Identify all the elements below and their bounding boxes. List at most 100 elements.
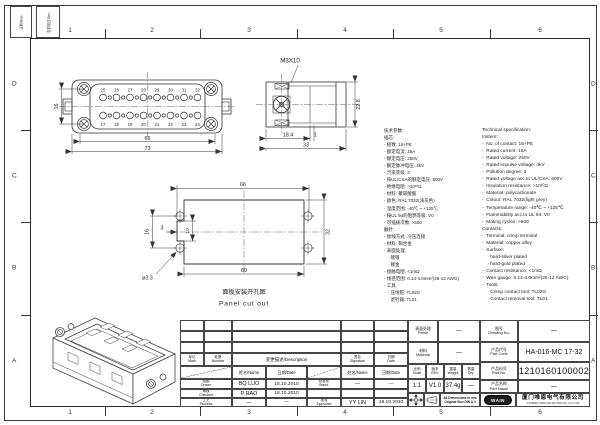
dimensions — [150, 185, 327, 277]
contacts — [99, 93, 202, 120]
svg-text:28: 28 — [141, 88, 146, 93]
svg-text:27: 27 — [128, 88, 133, 93]
cutout-caption-en: Panel cut out — [219, 301, 269, 308]
finish-value: — — [438, 320, 480, 342]
spec-line: 技术参数: — [384, 128, 404, 133]
svg-text:30: 30 — [168, 88, 173, 93]
tech-spec-english: Technical specification:Insters:- No. of… — [482, 127, 590, 303]
spec-line: - Material: polycarbonate — [482, 191, 537, 197]
material-value: — — [438, 342, 480, 364]
spec-line: - 额定电流: 16A — [384, 149, 416, 155]
part-no-value: 1210160100002 — [518, 362, 590, 380]
corner-strip-description-cell: 变更描述 Des. — [36, 6, 60, 38]
panel-cutout-view: 66 60 32 16 3 10 ø3.3 面板安装开孔图 Panel cut … — [142, 182, 332, 308]
spec-line: - Wire gauge: 0.14-4.0mm²(26-12 AWG) — [482, 275, 569, 281]
zone-row: D — [12, 80, 17, 88]
spec-line: · 压线钳: TL02G — [384, 290, 421, 296]
dim-10: 10 — [185, 228, 191, 234]
svg-text:19: 19 — [128, 122, 133, 127]
company-cell: 厦门唯恩电气有限公司 XIAMEN WAIN ELECTRICAL CO.LTD — [516, 393, 590, 407]
spec-line: 插芯: — [384, 135, 395, 141]
spec-line: - Mating cycles: >500 — [482, 219, 529, 225]
spec-line: - Temperature range: -40℃ ~ +125℃ — [482, 205, 564, 211]
svg-text:26: 26 — [114, 88, 119, 93]
spec-line: - Pollution degree: 3 — [482, 170, 527, 176]
subheader-date: 日期/Date — [266, 366, 307, 379]
dimensions — [259, 75, 358, 151]
dimensions-note: All Dimensions in mm Original Size DIN A… — [440, 393, 480, 407]
spec-line: - 可插拔次数: >500 — [384, 219, 422, 225]
stand-name: — — [341, 379, 374, 389]
spec-line: · Contact removal tool: TL01 — [482, 297, 548, 303]
spec-line: - 材料: 铜合金 — [384, 240, 412, 246]
spec-line: - Rated impulse voltage: 4kV — [482, 163, 545, 169]
spec-line: 触针: — [384, 226, 395, 232]
dim-16: 16 — [145, 229, 151, 235]
process-date: — — [266, 398, 307, 407]
dim-32: 32 — [326, 229, 332, 235]
spec-line: - Flammability acc.to UL 94: V0 — [482, 212, 550, 218]
spec-line: - 接线方式: 冷压连接 — [384, 233, 426, 239]
zone-col: 2 — [150, 27, 154, 34]
zone-col: 2 — [150, 409, 154, 416]
spec-line: Contacts: — [482, 226, 503, 232]
dim-18-4: 18.4 — [283, 132, 294, 138]
rev-header-description: 变更描述/Description — [232, 353, 341, 366]
subheader-name: 姓名/Name — [232, 366, 266, 379]
zone-col: 6 — [538, 409, 542, 416]
corner-strip-date-label: 日期/Date — [19, 14, 24, 30]
isometric-view — [52, 317, 176, 405]
spec-line: - Surface: — [482, 247, 505, 253]
svg-text:17: 17 — [101, 122, 106, 127]
spec-line: Technical specification: — [482, 128, 532, 133]
zone-row: B — [591, 264, 596, 272]
dim-66: 66 — [145, 136, 151, 142]
first-angle-symbol-cell — [424, 393, 440, 407]
dim-33: 33 — [303, 142, 309, 148]
svg-text:20: 20 — [141, 122, 146, 127]
spec-line: - Rated voltage: 250V — [482, 156, 530, 162]
zone-col: 1 — [68, 27, 72, 34]
rev-value: V1.0 — [426, 379, 444, 393]
spec-line: - 接触电阻: <1mΩ — [384, 268, 420, 274]
subheader-name: 姓名/Name — [341, 366, 374, 379]
spec-line: - Colour: RAL 7032(light grey) — [482, 198, 547, 204]
svg-text:23: 23 — [182, 122, 187, 127]
corner-strip-description-label: 变更描述 Des. — [46, 11, 51, 33]
zone-row: C — [12, 172, 17, 180]
spec-line: · hard-silver plated — [482, 254, 528, 260]
drawn-date: 18.10.2010 — [266, 379, 307, 389]
spec-line: - 按UL 94的阻燃等级: V0 — [384, 212, 434, 218]
spec-line: - Terminal: crimp terminal — [482, 233, 538, 239]
spec-line: - 表面处理: — [384, 247, 406, 253]
stand-date: — — [374, 379, 408, 389]
spec-line: · 退针器: TL01 — [384, 297, 417, 303]
company-name-cn: 厦门唯恩电气有限公司 — [522, 394, 584, 401]
spec-line: · Crimp contact tool: TL02G — [482, 290, 547, 296]
spec-line: · hard-gold plated — [482, 261, 525, 267]
svg-text:31: 31 — [182, 88, 187, 93]
spec-line: - 工具: — [384, 283, 397, 289]
dim-60: 60 — [241, 268, 247, 274]
svg-text:24: 24 — [195, 122, 200, 127]
spec-line: - 线径范围: 0.14-4.0mm²(26-12 AWG) — [384, 275, 459, 281]
spec-line: · 镀银 — [384, 254, 400, 260]
company-logo-cell: WAIN — [480, 393, 516, 407]
spec-line: Insters: — [482, 135, 498, 141]
zone-row: D — [591, 80, 596, 88]
first-angle-projection-icon — [425, 396, 439, 404]
zone-row: A — [12, 357, 17, 365]
zone-col: 1 — [68, 409, 72, 416]
